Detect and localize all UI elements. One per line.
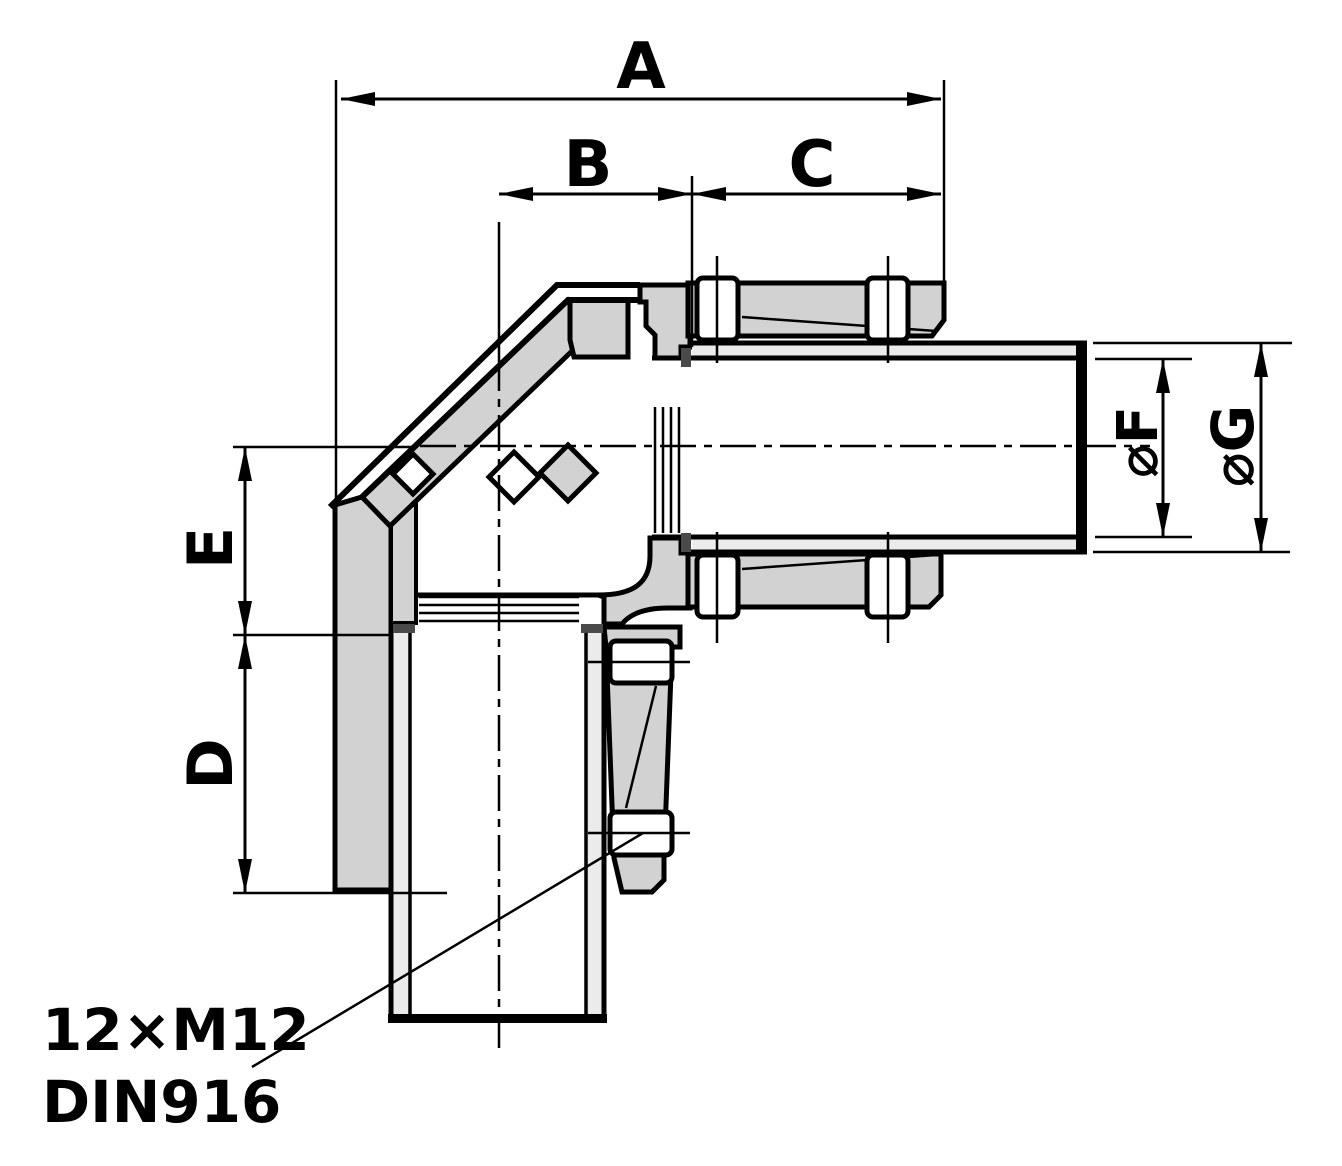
upper-diagonal-boss [567,297,631,360]
dimension-label-a: A [616,30,666,104]
dimension-label-f: ⌀F [1106,406,1171,478]
diagonal-screw-head-section [485,448,543,506]
diagonal-clamp-plate [327,282,640,510]
dimension-b: B [499,128,694,347]
dimension-f: ⌀F [1095,357,1192,539]
plate-inner-line [359,297,640,500]
v-pipe-left-wall [393,633,410,1014]
v-clamp-slot-right [581,624,603,633]
dimension-c: C [692,128,941,202]
centerlines [233,222,1150,1048]
note-line-1: 12×M12 [42,996,310,1064]
vertical-boss-taper-line [624,685,658,809]
left-flange-block [332,494,394,893]
diagonal-set-screw-section [389,450,437,498]
dimension-label-g: ⌀G [1199,405,1267,488]
dimension-g: ⌀G [1093,341,1292,554]
v-pipe-end-face [388,1014,607,1023]
vertical-pipe [388,595,607,1023]
h-pipe-bottom-wall [692,538,1078,551]
v-pipe-right-wall [585,633,602,1014]
dimension-label-e: E [174,527,247,569]
dimension-d: D [174,635,447,895]
horizontal-pipe [652,340,1087,555]
lower-right-body [597,535,693,627]
diagonal-screw-boss-section [536,441,600,505]
h-pipe-end-face [1076,341,1087,554]
dimension-label-c: C [789,128,836,202]
dimension-label-d: D [174,738,247,789]
dimension-e: E [174,447,389,637]
h-pipe-thread-lines [653,407,681,533]
dimension-a: A [334,30,946,500]
screw-note: 12×M12 DIN916 [42,831,644,1136]
dimension-label-b: B [564,128,613,202]
top-clamp-boss [637,282,693,361]
h-clamp-slot-bottom [681,533,691,552]
plate-outer-line [327,282,640,510]
note-line-2: DIN916 [42,1068,281,1136]
v-clamp-slot-left [393,624,415,633]
elbow-body-section [332,280,947,895]
h-clamp-slot-top [681,348,691,367]
note-leader-line [251,831,644,1069]
screw-axis-lines [588,256,890,835]
h-pipe-top-wall [692,345,1078,358]
